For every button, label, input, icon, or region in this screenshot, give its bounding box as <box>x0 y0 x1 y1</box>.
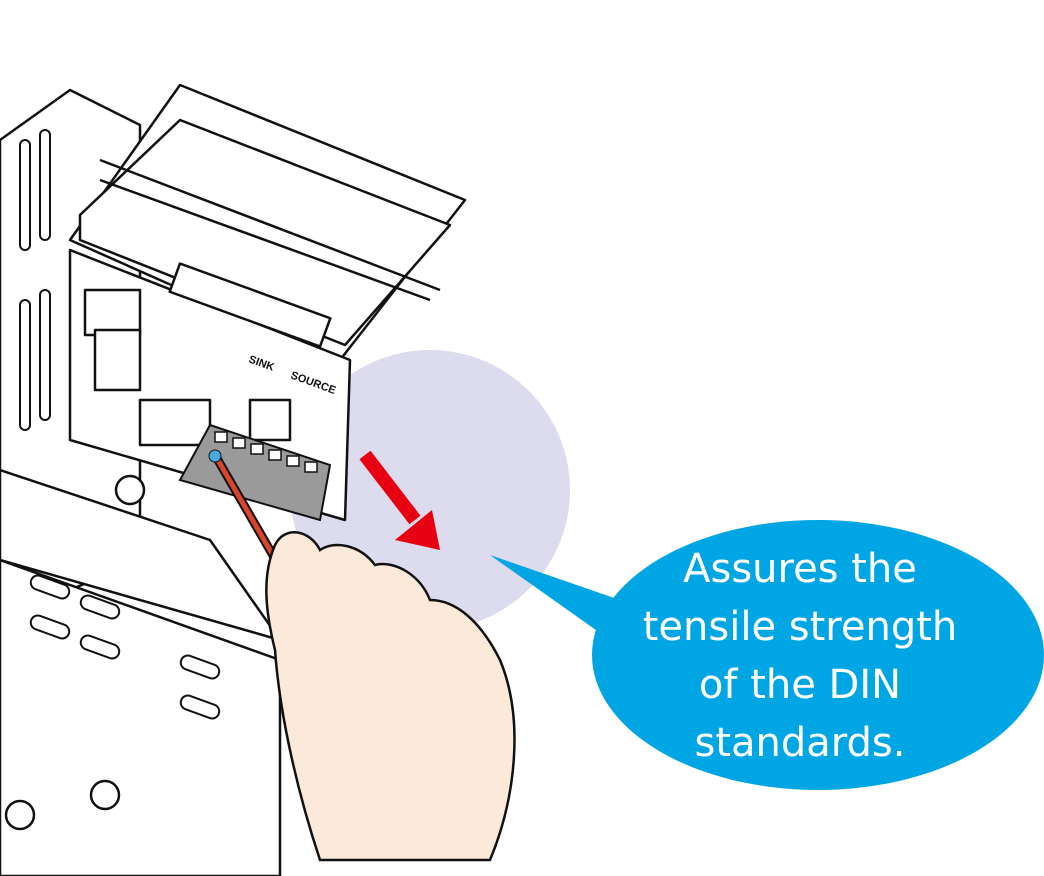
inverter-body <box>0 83 467 876</box>
hand <box>265 531 516 862</box>
callout-line: tensile strength <box>642 604 958 650</box>
callout-text: Assures the tensile strength of the DIN … <box>600 540 1000 772</box>
callout-line: of the DIN <box>698 662 902 708</box>
arrow-icon <box>359 450 440 550</box>
vent-slots <box>19 129 221 720</box>
terminal-block <box>178 423 332 522</box>
callout-line: Assures the <box>683 546 917 592</box>
terminal-slots <box>214 431 318 473</box>
callout-bubble <box>490 520 1044 790</box>
callout-line: standards. <box>694 720 906 766</box>
